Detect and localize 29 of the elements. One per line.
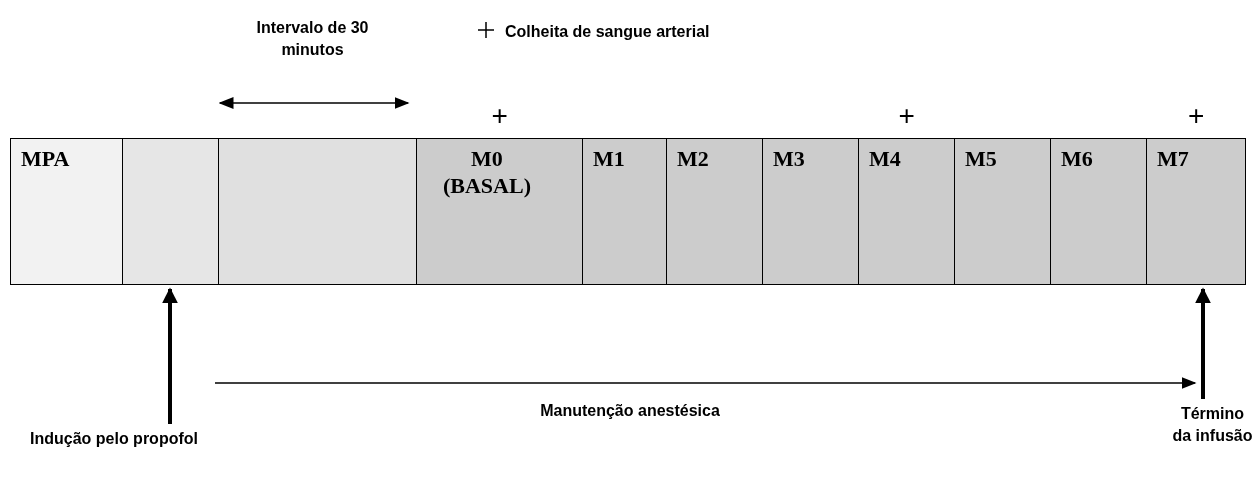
stage-label: MPA <box>21 145 71 172</box>
stage-box <box>762 138 859 285</box>
plus-mark: + <box>1188 102 1205 130</box>
annotation-text: Manutenção anestésica <box>539 401 721 421</box>
stage-box <box>954 138 1051 285</box>
stage-box <box>416 138 583 285</box>
stage-label: M6 <box>1061 145 1094 172</box>
stage-label: M4 <box>869 145 902 172</box>
stage-label: M2 <box>677 145 710 172</box>
plus-mark: + <box>491 102 508 130</box>
annotation-text: Indução pelo propofol <box>30 428 300 452</box>
arrow <box>162 287 178 424</box>
stage-label: M7 <box>1157 145 1190 172</box>
annotation-text: Término da infusão <box>1170 403 1255 453</box>
plus-mark: + <box>898 102 915 130</box>
stage-label: M3 <box>773 145 806 172</box>
stage-box <box>1050 138 1147 285</box>
stage-box <box>582 138 667 285</box>
stage-label: M5 <box>965 145 998 172</box>
stage-box <box>1146 138 1246 285</box>
stage-label: M1 <box>593 145 626 172</box>
annotation-text: Intervalo de 30 minutos <box>255 18 370 60</box>
stage-box <box>666 138 763 285</box>
stage-label: M0 (BASAL) <box>442 145 532 199</box>
empty-stage-box <box>122 138 219 285</box>
stage-box <box>10 138 123 285</box>
stage-box <box>858 138 955 285</box>
arrow <box>1195 287 1211 399</box>
legend-text: Colheita de sangue arterial <box>505 22 710 42</box>
